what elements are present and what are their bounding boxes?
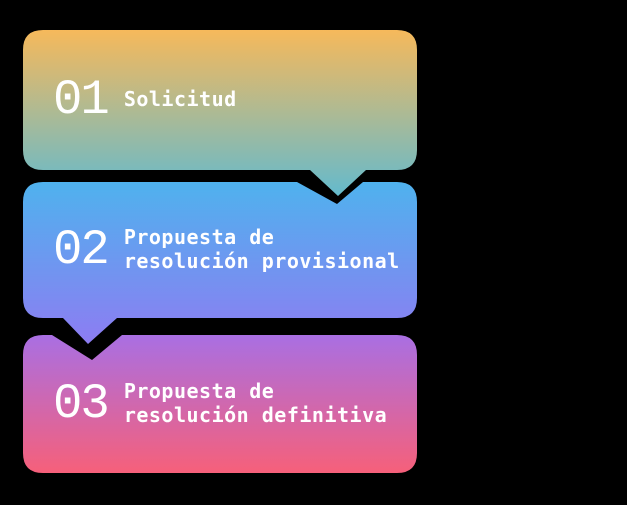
step-2-bubble [23, 182, 417, 344]
step-1-bubble [23, 30, 417, 196]
step-3-bubble [23, 335, 417, 473]
